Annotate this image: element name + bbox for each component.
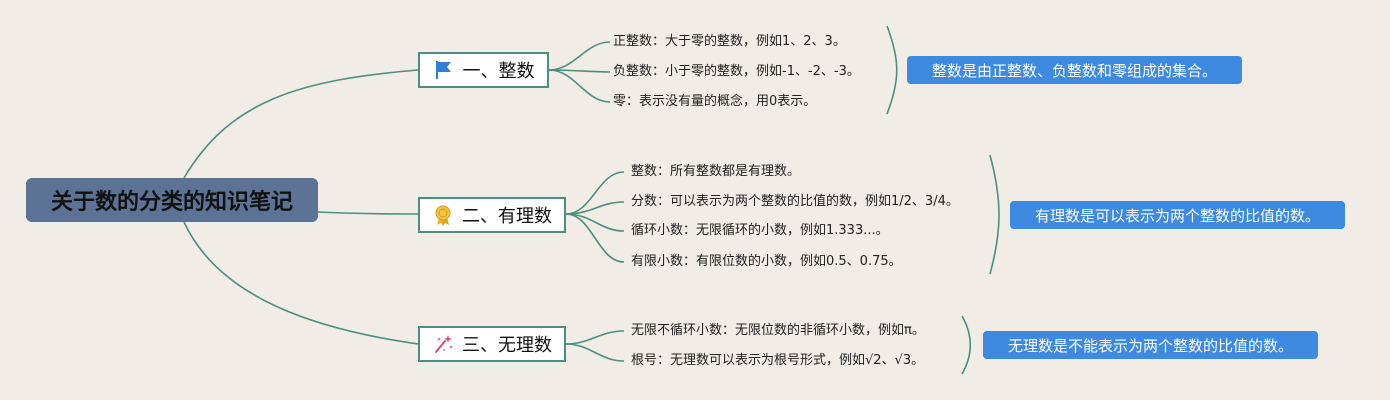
award-ribbon-icon bbox=[432, 204, 454, 226]
leaf-repeating-decimal[interactable]: 循环小数：无限循环的小数，例如1.333...。 bbox=[631, 223, 889, 238]
leaf-non-repeating-decimal[interactable]: 无限不循环小数：无限位数的非循环小数，例如π。 bbox=[631, 323, 925, 338]
summary-integers[interactable]: 整数是由正整数、负整数和零组成的集合。 bbox=[907, 56, 1242, 84]
connector-root-branch-2 bbox=[317, 211, 419, 215]
connector-b1-leaf-3 bbox=[548, 69, 611, 103]
branch-label: 一、整数 bbox=[462, 61, 535, 82]
connector-root-branch-1 bbox=[183, 69, 419, 179]
summary-irrational-numbers[interactable]: 无理数是不能表示为两个整数的比值的数。 bbox=[983, 331, 1318, 359]
summary-bracket-2 bbox=[989, 154, 1000, 275]
connector-b3-leaf-2 bbox=[565, 343, 625, 362]
connector-b1-leaf-1 bbox=[548, 41, 611, 71]
connector-root-branch-3 bbox=[183, 221, 419, 345]
branch-rational-numbers[interactable]: 二、有理数 bbox=[418, 197, 566, 233]
leaf-positive-integer[interactable]: 正整数：大于零的整数，例如1、2、3。 bbox=[613, 34, 846, 49]
connector-b3-leaf-1 bbox=[565, 330, 625, 345]
connector-b2-leaf-4 bbox=[565, 213, 625, 263]
branch-label: 二、有理数 bbox=[462, 206, 552, 227]
summary-bracket-3 bbox=[961, 315, 972, 375]
branch-irrational-numbers[interactable]: 三、无理数 bbox=[418, 326, 566, 362]
branch-label: 三、无理数 bbox=[462, 335, 552, 356]
leaf-fraction[interactable]: 分数：可以表示为两个整数的比值的数，例如1/2、3/4。 bbox=[631, 194, 959, 209]
leaf-integers-are-rational[interactable]: 整数：所有整数都是有理数。 bbox=[631, 164, 801, 179]
branch-integers[interactable]: 一、整数 bbox=[418, 52, 549, 88]
sparkle-wand-icon bbox=[432, 333, 454, 355]
summary-bracket-1 bbox=[886, 25, 898, 115]
summary-rational-numbers[interactable]: 有理数是可以表示为两个整数的比值的数。 bbox=[1010, 201, 1345, 229]
leaf-negative-integer[interactable]: 负整数：小于零的整数，例如-1、-2、-3。 bbox=[613, 64, 860, 79]
root-topic[interactable]: 关于数的分类的知识笔记 bbox=[26, 178, 318, 222]
leaf-radical[interactable]: 根号：无理数可以表示为根号形式，例如√2、√3。 bbox=[631, 353, 925, 368]
flag-icon bbox=[433, 59, 455, 81]
leaf-zero[interactable]: 零：表示没有量的概念，用0表示。 bbox=[613, 94, 817, 109]
root-title: 关于数的分类的知识笔记 bbox=[50, 190, 293, 215]
leaf-finite-decimal[interactable]: 有限小数：有限位数的小数，例如0.5、0.75。 bbox=[631, 254, 902, 269]
